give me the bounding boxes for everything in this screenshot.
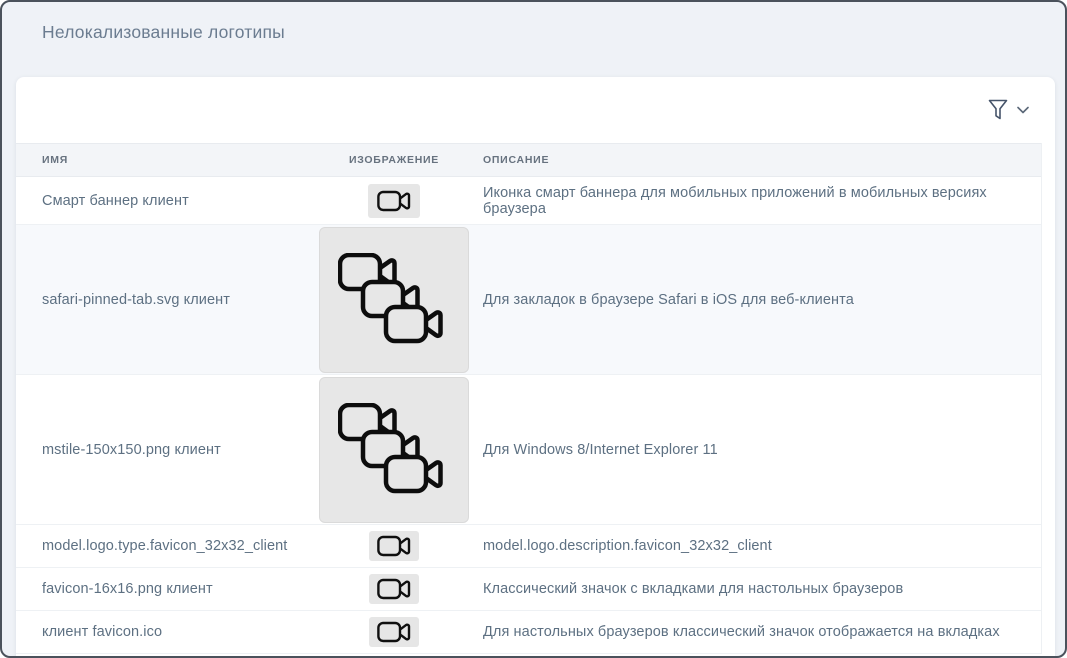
logo-image-cell bbox=[319, 376, 469, 523]
table-header-row: ИМЯ ИЗОБРАЖЕНИЕ ОПИСАНИЕ bbox=[16, 143, 1041, 177]
logo-description: Иконка смарт баннера для мобильных прило… bbox=[483, 184, 987, 217]
logos-card: ИМЯ ИЗОБРАЖЕНИЕ ОПИСАНИЕ Смарт баннер кл… bbox=[16, 77, 1055, 656]
table-row[interactable]: favicon-16x16.png клиент bbox=[16, 568, 1041, 611]
video-camera-icon bbox=[369, 617, 419, 647]
logo-name: safari-pinned-tab.svg клиент bbox=[42, 291, 231, 308]
logo-description: Для настольных браузеров классический зн… bbox=[483, 624, 1000, 640]
table-row[interactable]: model.logo.type.favicon_32x32_client bbox=[16, 525, 1041, 568]
table-body: Смарт баннер клиент bbox=[16, 177, 1041, 654]
logo-name: клиент favicon.ico bbox=[42, 624, 163, 640]
video-camera-icon bbox=[369, 531, 419, 561]
page-title: Нелокализованные логотипы bbox=[42, 22, 285, 42]
logo-image-cell bbox=[319, 617, 469, 647]
logo-name: Смарт баннер клиент bbox=[42, 192, 189, 209]
logo-description: Для Windows 8/Internet Explorer 11 bbox=[483, 441, 718, 458]
table-row[interactable]: Смарт баннер клиент bbox=[16, 177, 1041, 225]
logo-image-cell bbox=[319, 531, 469, 561]
logo-image-cell bbox=[319, 226, 469, 373]
column-header-name: ИМЯ bbox=[42, 154, 69, 166]
logo-image-cell bbox=[319, 574, 469, 604]
logo-description: Классический значок с вкладками для наст… bbox=[483, 581, 904, 597]
logo-name: favicon-16x16.png клиент bbox=[42, 581, 213, 597]
filter-button[interactable] bbox=[986, 95, 1031, 125]
table-row[interactable]: safari-pinned-tab.svg клиент bbox=[16, 225, 1041, 375]
filter-funnel-icon bbox=[988, 99, 1008, 121]
table-row[interactable]: клиент favicon.ico bbox=[16, 611, 1041, 654]
table-toolbar bbox=[16, 77, 1055, 143]
logo-image-cell bbox=[319, 183, 469, 218]
chevron-down-icon bbox=[1017, 106, 1029, 114]
logo-description: model.logo.description.favicon_32x32_cli… bbox=[483, 538, 772, 554]
video-camera-icon bbox=[369, 574, 419, 604]
column-header-description: ОПИСАНИЕ bbox=[483, 154, 550, 166]
logos-table: ИМЯ ИЗОБРАЖЕНИЕ ОПИСАНИЕ Смарт баннер кл… bbox=[16, 143, 1042, 654]
logo-name: model.logo.type.favicon_32x32_client bbox=[42, 538, 288, 554]
video-camera-icon bbox=[368, 183, 420, 218]
column-header-image: ИЗОБРАЖЕНИЕ bbox=[348, 154, 440, 166]
logo-description: Для закладок в браузере Safari в iOS для… bbox=[483, 291, 854, 308]
video-cameras-logo-icon bbox=[319, 376, 469, 523]
logo-name: mstile-150x150.png клиент bbox=[42, 441, 221, 458]
table-row[interactable]: mstile-150x150.png клиент bbox=[16, 375, 1041, 525]
video-cameras-logo-icon bbox=[319, 226, 469, 373]
